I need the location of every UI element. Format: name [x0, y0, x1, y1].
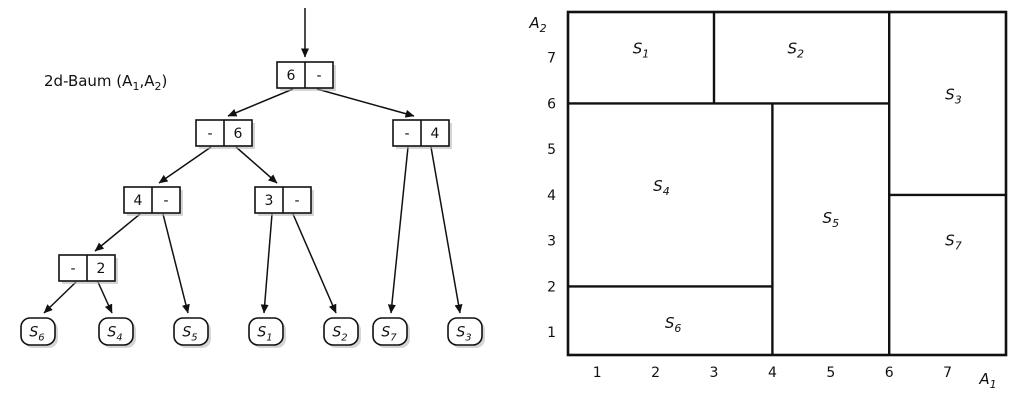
tree-leaf-s6: S6	[20, 317, 58, 348]
leaf-box	[20, 317, 56, 346]
node-left-value: 4	[134, 193, 143, 209]
leaf-box	[372, 317, 408, 346]
node-left-value: 3	[265, 193, 274, 209]
tree-edge-arrow	[316, 88, 415, 118]
tree-caption: 2d-Baum (A1,A2)	[44, 72, 167, 93]
tree-node-root: 6-	[276, 61, 336, 91]
tree-leaf-s7: S7	[372, 317, 410, 348]
tree-leaf-s1: S1	[248, 317, 286, 348]
tree-node-level2_left: -6	[195, 119, 255, 149]
x-tick-label: 3	[710, 365, 719, 381]
leaf-box	[98, 317, 134, 346]
x-tick-label: 2	[651, 365, 660, 381]
tree-leaf-s3: S3	[447, 317, 485, 348]
caption-sub-1: 1	[132, 80, 140, 93]
tree-edge-arrow	[227, 88, 294, 117]
y-tick-label: 5	[547, 142, 556, 158]
x-tick-label: 1	[593, 365, 602, 381]
region-label: S1	[633, 40, 650, 61]
caption-sub-2: 2	[154, 80, 162, 93]
region-label: S4	[653, 177, 670, 198]
caption-text: ,A	[139, 72, 155, 90]
y-tick-label: 4	[547, 188, 556, 204]
leaf-box	[248, 317, 284, 346]
tree-edge-arrow	[97, 281, 113, 314]
node-right-value: 6	[234, 126, 243, 142]
leaf-label: S3	[456, 325, 471, 344]
leaf-label: S7	[381, 325, 397, 344]
y-tick-label: 1	[547, 325, 556, 341]
leaf-label: S6	[29, 325, 44, 344]
y-tick-label: 2	[547, 279, 556, 295]
node-left-value: -	[207, 126, 212, 142]
tree-edge-arrow	[260, 213, 273, 314]
node-right-value: -	[163, 193, 168, 209]
leaf-label: S2	[332, 325, 347, 344]
node-right-value: 2	[97, 261, 106, 277]
region-label: S3	[945, 85, 962, 106]
partition-outline	[566, 10, 1008, 357]
x-axis-label: A1	[978, 370, 996, 391]
node-left-value: -	[404, 126, 409, 142]
tree-node-level3_right: 3-	[254, 186, 314, 216]
tree-node-level4: -2	[58, 254, 118, 284]
tree-edge-arrow	[94, 213, 141, 252]
tree-edge-arrow	[430, 146, 463, 314]
node-right-value: -	[294, 193, 299, 209]
leaf-label: S4	[107, 325, 122, 344]
leaf-box	[323, 317, 359, 346]
x-tick-label: 7	[943, 365, 952, 381]
region-label: S2	[787, 40, 804, 61]
node-left-value: -	[70, 261, 75, 277]
region-label: S6	[665, 314, 682, 335]
y-axis-label: A2	[528, 14, 546, 35]
tree-edge-arrow	[292, 213, 337, 314]
tree-node-level2_right: -4	[392, 119, 452, 149]
tree-node-level3_left: 4-	[123, 186, 183, 216]
tree-edge-arrow	[43, 281, 77, 314]
tree-edge-arrow	[235, 146, 278, 184]
caption-text: 2d-Baum (A	[44, 72, 133, 90]
leaf-label: S1	[257, 325, 272, 344]
region-label: S7	[945, 232, 962, 253]
node-right-value: -	[316, 68, 321, 84]
tree-leaf-s5: S5	[173, 317, 211, 348]
tree-leaf-s4: S4	[98, 317, 136, 348]
node-right-value: 4	[431, 126, 440, 142]
leaf-box	[447, 317, 483, 346]
node-left-value: 6	[287, 68, 296, 84]
tree-leaf-s2: S2	[323, 317, 361, 348]
tree-edge-arrow	[158, 146, 212, 184]
caption-text: )	[161, 72, 168, 90]
x-tick-label: 6	[885, 365, 894, 381]
region-label: S5	[823, 209, 840, 230]
x-tick-label: 4	[768, 365, 777, 381]
x-tick-label: 5	[826, 365, 835, 381]
y-tick-label: 7	[547, 51, 556, 67]
leaf-label: S5	[182, 325, 197, 344]
tree-edge-arrow	[387, 146, 409, 314]
tree-edge-arrow	[162, 213, 190, 314]
y-tick-label: 3	[547, 234, 556, 250]
leaf-box	[173, 317, 209, 346]
y-tick-label: 6	[547, 96, 556, 112]
